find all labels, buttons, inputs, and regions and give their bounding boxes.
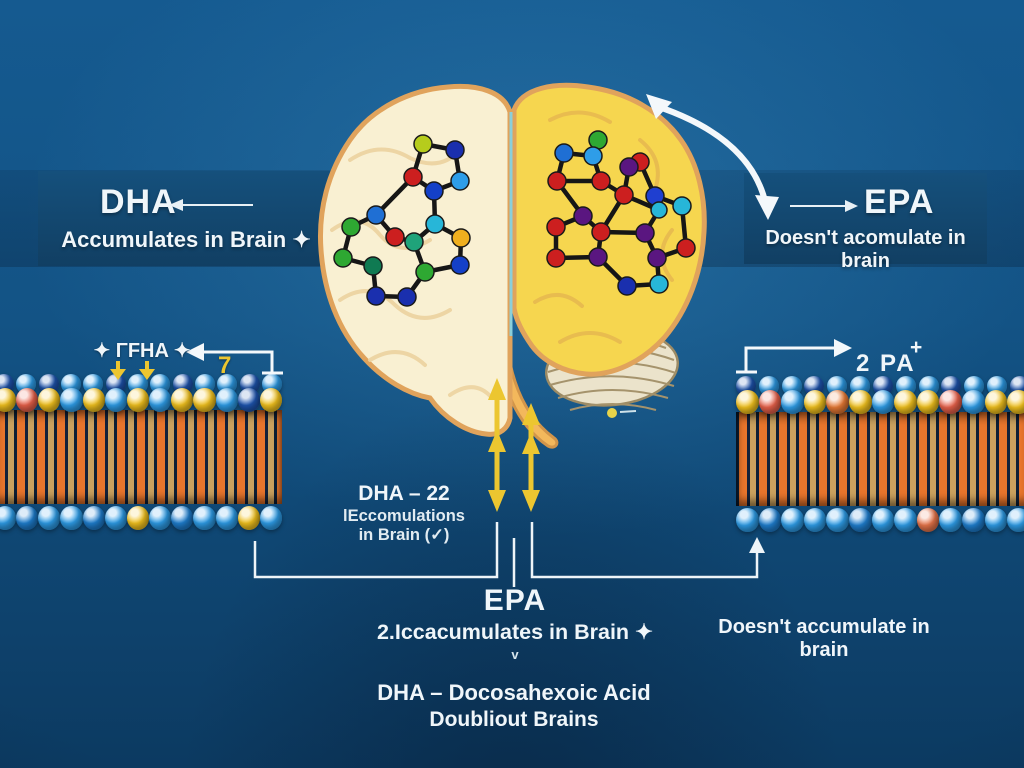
lipid-head-sphere xyxy=(126,388,150,412)
right-elbow-arrow xyxy=(736,339,852,374)
lipid-head-sphere xyxy=(916,390,940,414)
lipid-head-sphere xyxy=(82,388,105,412)
lipid-head-sphere xyxy=(984,508,1008,532)
center-note: DHA – 22 lEccomulations in Brain (✓) xyxy=(328,482,480,546)
lipid-head-sphere xyxy=(237,506,260,530)
lipid-head-sphere xyxy=(149,388,172,412)
lipid-head-sphere xyxy=(0,506,17,530)
lipid-head-sphere xyxy=(939,508,963,532)
lipid-head-sphere xyxy=(60,388,83,412)
epa-note-caret: v xyxy=(511,647,519,662)
lipid-head-sphere xyxy=(871,508,895,532)
lipid-head-sphere xyxy=(259,506,283,530)
cerebellum xyxy=(544,328,680,411)
lipid-head-sphere xyxy=(259,388,283,412)
lipid-head-sphere xyxy=(237,388,260,412)
lipid-head-sphere xyxy=(781,508,804,532)
dha-subtitle: Accumulates in Brain ✦ xyxy=(61,227,311,252)
lipid-head-sphere xyxy=(736,390,759,414)
lipid-head-sphere xyxy=(149,506,172,530)
left-elbow-arrow xyxy=(186,343,283,375)
lipid-head-sphere xyxy=(939,390,963,414)
transport-arrow-1 xyxy=(488,378,506,512)
center-note-line2: lEccomulations xyxy=(343,506,465,525)
lipid-head-sphere xyxy=(82,506,105,530)
footer-line1: DHA – Docosahexoic Acid xyxy=(377,680,651,705)
lipid-head-sphere xyxy=(193,506,216,530)
lipid-head-sphere xyxy=(916,508,940,532)
lipid-head-sphere xyxy=(193,388,216,412)
lipid-bilayer-left xyxy=(0,374,284,540)
right-membrane-plus: + xyxy=(910,336,923,359)
lipid-head-sphere xyxy=(984,390,1008,414)
center-note-line3: in Brain (✓) xyxy=(358,526,450,545)
lipid-tails xyxy=(0,410,282,504)
left-membrane-number: 7 xyxy=(218,352,232,379)
epa-title: EPA xyxy=(864,183,935,221)
lipid-head-sphere xyxy=(894,390,917,414)
epa-note-title: EPA xyxy=(483,584,547,617)
lipid-head-sphere xyxy=(60,506,83,530)
lipid-head-sphere xyxy=(0,388,17,412)
lipid-head-sphere xyxy=(38,506,61,530)
center-note-line1: DHA – 22 xyxy=(358,482,450,505)
left-membrane-label: ✦ ΓFHA ✦ xyxy=(93,340,191,362)
lipid-head-sphere xyxy=(171,506,194,530)
epa-note: EPA 2.Iccacumulates in Brain ✦ v xyxy=(355,584,675,662)
lipid-head-sphere xyxy=(758,508,782,532)
lipid-head-sphere xyxy=(803,390,827,414)
lipid-head-sphere xyxy=(171,388,194,412)
lipid-tails xyxy=(736,412,1024,506)
epa-subtitle: Doesn't acomulate in brain xyxy=(765,227,966,272)
transport-arrow-2 xyxy=(522,403,540,512)
lipid-head-sphere xyxy=(962,390,985,414)
sperm-glyph xyxy=(607,408,637,418)
lipid-head-sphere xyxy=(826,390,850,414)
epa-note-subtitle: 2.Iccacumulates in Brain ✦ xyxy=(376,620,654,644)
right-bottom-note: Doesn't accumulate in brain xyxy=(718,616,930,661)
dha-banner-box: DHA Accumulates in Brain ✦ xyxy=(38,171,334,266)
epa-banner-box: EPA Doesn't acomulate in brain xyxy=(744,173,987,272)
lipid-head-sphere xyxy=(736,508,759,532)
footer-line2: Doubliout Brains xyxy=(429,707,599,731)
lipid-bilayer-right xyxy=(734,376,1024,542)
lipid-head-sphere xyxy=(871,390,895,414)
lipid-head-sphere xyxy=(781,390,804,414)
lipid-head-sphere xyxy=(215,388,238,412)
lipid-head-sphere xyxy=(104,388,127,412)
dha-title: DHA xyxy=(100,183,177,221)
lipid-head-sphere xyxy=(849,390,872,414)
lipid-head-sphere xyxy=(16,388,39,412)
lipid-head-sphere xyxy=(126,506,150,530)
lipid-head-sphere xyxy=(104,506,127,530)
bracket-right xyxy=(530,522,765,579)
lipid-head-sphere xyxy=(758,390,782,414)
lipid-head-sphere xyxy=(962,508,985,532)
lipid-head-sphere xyxy=(1007,390,1024,414)
lipid-head-sphere xyxy=(215,506,238,530)
lipid-head-sphere xyxy=(826,508,850,532)
footer-note: DHA – Docosahexoic Acid Doubliout Brains xyxy=(338,680,690,732)
lipid-head-sphere xyxy=(803,508,827,532)
lipid-head-sphere xyxy=(894,508,917,532)
lipid-head-sphere xyxy=(1007,508,1024,532)
lipid-head-sphere xyxy=(849,508,872,532)
lipid-head-sphere xyxy=(16,506,39,530)
brainstem xyxy=(496,334,559,449)
lipid-head-sphere xyxy=(38,388,61,412)
right-membrane-label: 2 PA xyxy=(856,350,916,377)
